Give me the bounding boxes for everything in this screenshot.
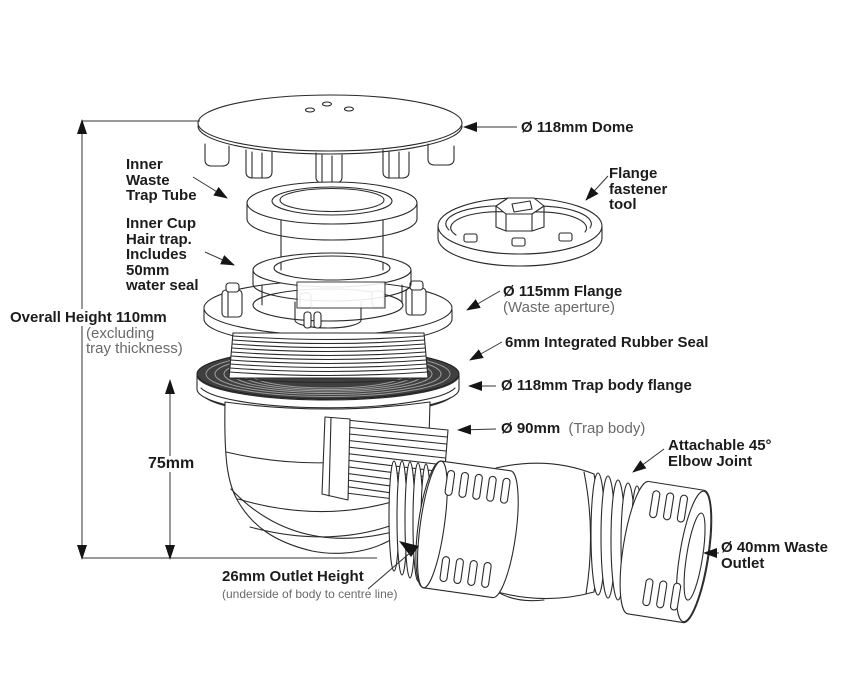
dimension-arrowheads bbox=[77, 119, 419, 560]
fastener-tool-label: Flange fastener tool bbox=[609, 165, 668, 213]
seal-leader bbox=[469, 341, 503, 361]
tube-leader bbox=[192, 176, 228, 199]
waste-outlet-nut-drawing bbox=[619, 480, 713, 624]
waste-outlet-label: Ø 40mm Waste Outlet bbox=[721, 539, 828, 572]
overall-height-label: Overall Height 110mm (excluding tray thi… bbox=[8, 309, 185, 357]
tool-leader bbox=[585, 175, 609, 201]
outlet-height-arrowhead bbox=[399, 541, 419, 557]
cup-leader bbox=[204, 251, 235, 266]
inner-cup-drawing bbox=[252, 252, 412, 309]
elbow-label: Attachable 45° Elbow Joint bbox=[668, 437, 772, 470]
dim-75-label: 75mm bbox=[146, 455, 197, 472]
seal-label: 6mm Integrated Rubber Seal bbox=[505, 334, 709, 351]
inner-tube-drawing bbox=[246, 181, 418, 271]
flange115-label: Ø 115mm Flange (Waste aperture) bbox=[503, 283, 623, 316]
thread-collar-drawing bbox=[228, 332, 429, 384]
inner-cup-label: Inner Cup Hair trap. Includes 50mm water… bbox=[126, 215, 199, 294]
trap-body-leader bbox=[457, 424, 497, 435]
knurled-nut-drawing bbox=[415, 460, 519, 599]
trap-body-flange-label: Ø 118mm Trap body flange bbox=[501, 377, 692, 394]
leader-arrows bbox=[192, 122, 719, 590]
trap-body-label: Ø 90mm (Trap body) bbox=[501, 420, 646, 437]
flange115-leader bbox=[466, 290, 501, 311]
fastener-tool-drawing bbox=[437, 197, 603, 267]
dome-label: Ø 118mm Dome bbox=[521, 119, 634, 136]
inner-tube-label: Inner Waste Trap Tube bbox=[126, 156, 197, 204]
elbow-leader bbox=[632, 448, 665, 473]
outlet-height-label: 26mm Outlet Height (underside of body to… bbox=[222, 568, 398, 601]
dimension-lines bbox=[81, 120, 377, 559]
outlet-height-leader bbox=[367, 551, 412, 590]
dome-drawing bbox=[197, 94, 463, 184]
